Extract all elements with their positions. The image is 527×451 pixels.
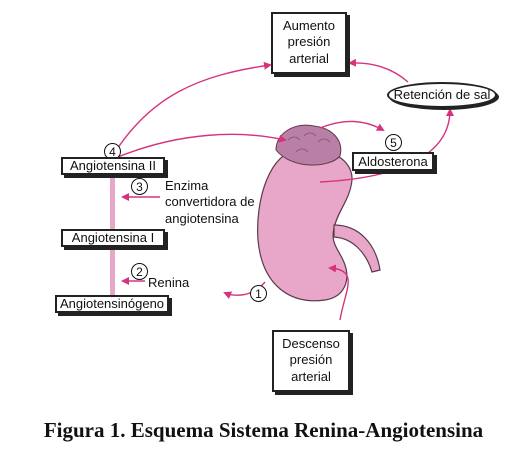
step-3-badge: 3 xyxy=(131,178,148,195)
arrow-descenso-to-kidney xyxy=(328,264,349,321)
retencion-de-sal-ellipse: Retención de sal xyxy=(387,82,497,108)
ureter-shape xyxy=(333,224,381,273)
aldosterona-box: Aldosterona xyxy=(352,152,434,171)
angiotensinogeno-label: Angiotensinógeno xyxy=(59,296,165,311)
adrenal-gland-shape xyxy=(275,124,342,166)
figure-caption: Figura 1. Esquema Sistema Renina-Angiote… xyxy=(43,418,484,442)
aldosterona-label: Aldosterona xyxy=(358,154,428,169)
diagram-graphics xyxy=(110,58,454,321)
angiotensinogeno-box: Angiotensinógeno xyxy=(55,295,169,313)
step-1-badge: 1 xyxy=(250,285,267,302)
enzima-convertidora-label: Enzima convertidora de angiotensina xyxy=(165,178,255,226)
renina-label: Renina xyxy=(148,275,190,290)
angiotensina-i-label: Angiotensina I xyxy=(71,230,155,245)
angiotensina-i-box: Angiotensina I xyxy=(61,229,165,247)
adrenal-texture xyxy=(287,132,331,153)
aumento-presion-box: Aumento presión arterial xyxy=(271,12,347,74)
step-2-badge: 2 xyxy=(131,263,148,280)
renin-angiotensin-diagram: Aumento presión arterial Retención de sa… xyxy=(55,12,497,392)
descenso-presion-box: Descenso presión arterial xyxy=(272,330,350,392)
step-5-badge: 5 xyxy=(385,134,402,151)
arrow-adrenal-to-aldosterona xyxy=(319,120,385,131)
angiotensina-ii-label: Angiotensina II xyxy=(69,158,156,173)
arrow-retencion-to-aumento xyxy=(348,58,409,83)
arrow-angii-to-aumento xyxy=(111,61,272,158)
arrow-angii-to-adrenal xyxy=(117,133,287,158)
retencion-de-sal-label: Retención de sal xyxy=(393,87,491,102)
angiotensina-ii-box: Angiotensina II xyxy=(61,157,165,175)
